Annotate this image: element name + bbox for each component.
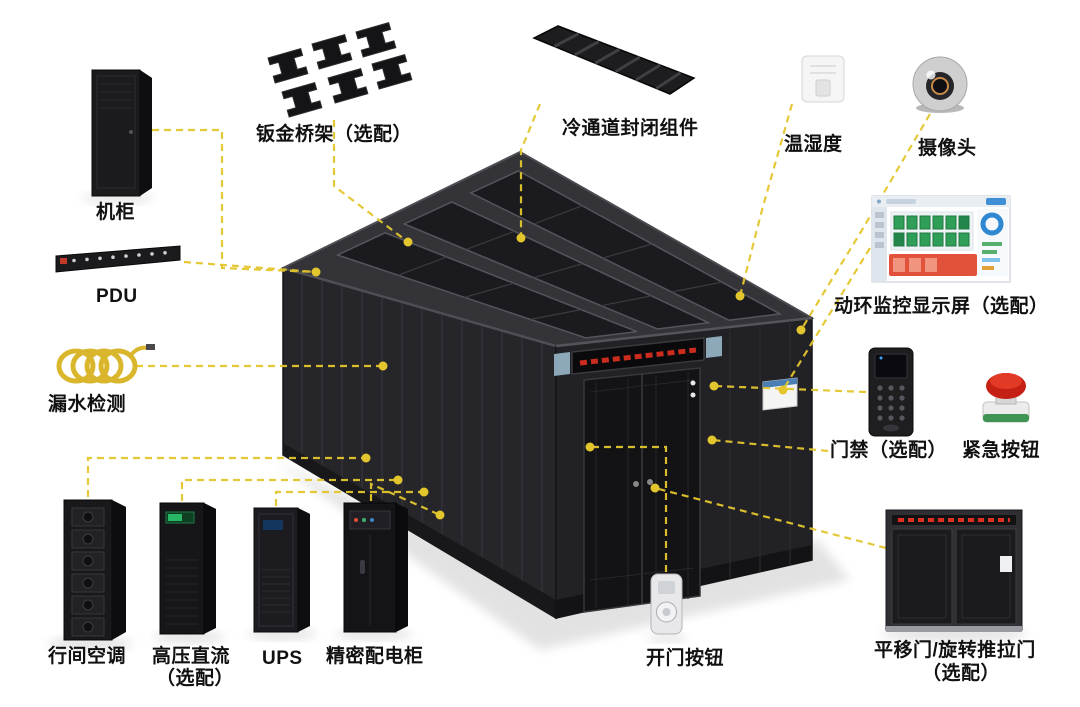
sliding-door-illustration xyxy=(885,509,1023,632)
front-wall-panel-seams xyxy=(729,321,791,578)
glass-panel-left xyxy=(554,352,570,376)
containment-doors[interactable] xyxy=(583,367,701,613)
wall-display-panel xyxy=(762,377,798,411)
label-row-ac: 行间空调 xyxy=(48,646,127,667)
cable-tray-illustration xyxy=(267,22,413,118)
roof-skylight-slats xyxy=(397,205,722,320)
pdu-illustration xyxy=(55,245,181,273)
label-camera: 摄像头 xyxy=(918,138,977,159)
side-wall-panel-seams xyxy=(301,273,543,610)
ups-illustration xyxy=(253,507,310,633)
label-leak-detection: 漏水检测 xyxy=(48,394,127,415)
label-sliding-door: 平移门/旋转推拉门 xyxy=(874,640,1036,661)
label-power-cabinet: 精密配电柜 xyxy=(326,646,424,667)
label-hvdc-sub: （选配） xyxy=(156,668,235,689)
connector-lines xyxy=(86,103,931,572)
access-control-illustration xyxy=(868,347,914,437)
power-cabinet-illustration xyxy=(343,502,408,633)
rack-illustration xyxy=(91,69,152,197)
connector-monitor xyxy=(782,247,871,391)
temp-humidity-sensor-illustration xyxy=(801,55,845,103)
row-ac-illustration xyxy=(63,499,126,641)
datacenter-module-illustration xyxy=(280,151,815,620)
leak-detection-illustration xyxy=(56,344,155,384)
label-rack: 机柜 xyxy=(96,202,136,223)
door-open-button-illustration xyxy=(650,573,683,635)
hvdc-illustration xyxy=(159,502,216,635)
connector-door-button xyxy=(590,445,668,572)
connector-power-cabinet xyxy=(369,482,441,517)
connector-emergency xyxy=(711,438,829,453)
door-lock-light xyxy=(690,380,696,386)
connector-camera xyxy=(800,113,931,331)
connector-rack xyxy=(152,128,317,274)
cold-aisle-kit-illustration xyxy=(532,25,696,95)
emergency-button-illustration xyxy=(982,373,1030,423)
label-monitor-display: 动环监控显示屏（选配） xyxy=(834,296,1049,317)
monitoring-screenshot-illustration xyxy=(871,195,1011,283)
label-temp-humidity: 温湿度 xyxy=(784,134,843,155)
label-ups: UPS xyxy=(262,648,303,669)
led-display xyxy=(571,337,705,375)
connector-sliding-door xyxy=(654,486,887,550)
camera-illustration xyxy=(912,56,968,113)
label-sliding-door-sub: （选配） xyxy=(922,663,1001,684)
label-door-button: 开门按钮 xyxy=(646,648,725,669)
connector-pdu xyxy=(183,260,317,274)
label-pdu: PDU xyxy=(96,286,138,307)
label-hvdc: 高压直流 xyxy=(152,646,231,667)
label-emergency-button: 紧急按钮 xyxy=(962,440,1041,461)
label-cold-aisle: 冷通道封闭组件 xyxy=(562,118,699,139)
label-cable-tray: 钣金桥架（选配） xyxy=(256,124,413,145)
connector-ups xyxy=(274,490,424,506)
connector-cold-aisle xyxy=(519,103,542,238)
roof-skylight-bands xyxy=(335,170,783,339)
connector-access xyxy=(713,384,867,394)
connector-hvdc xyxy=(180,478,398,501)
label-access-control: 门禁（选配） xyxy=(830,440,948,461)
connector-row-ac xyxy=(86,456,366,497)
connector-temp xyxy=(738,103,794,297)
connector-dots xyxy=(311,233,806,520)
glass-panel-right xyxy=(706,336,722,358)
door-lock-light xyxy=(690,392,696,398)
connector-cable-tray xyxy=(332,120,409,243)
